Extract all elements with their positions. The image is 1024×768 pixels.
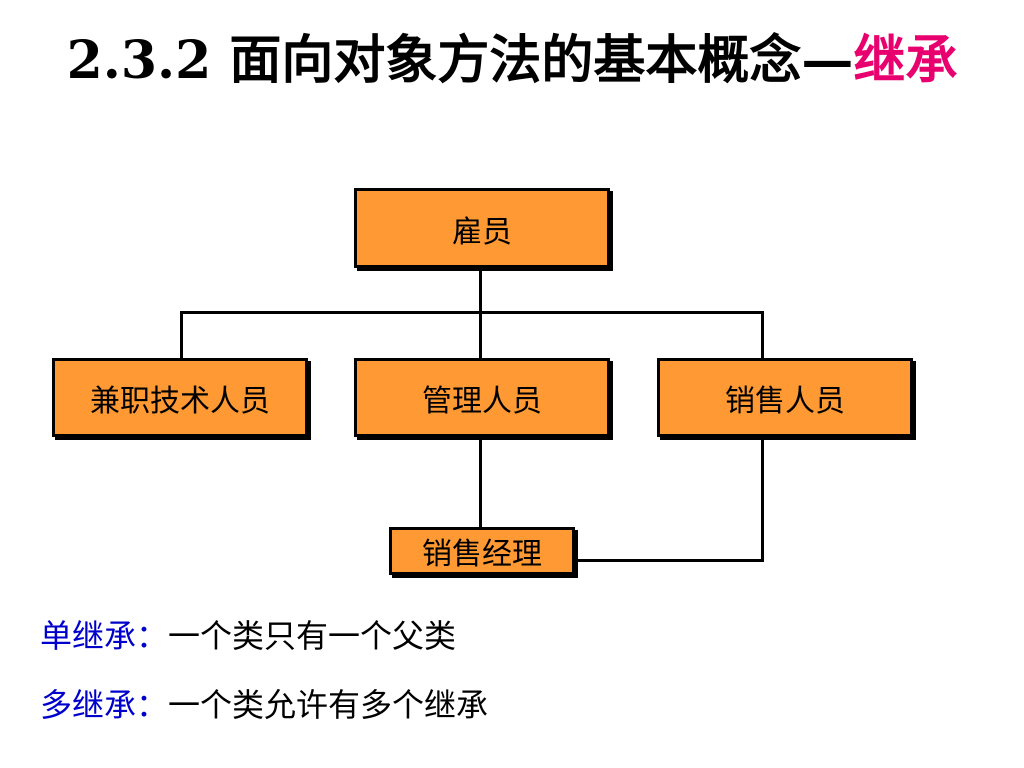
- definition-term: 单继承：: [40, 617, 169, 655]
- class-box-sales-manager: 销售经理: [389, 527, 575, 575]
- inheritance-diagram: 雇员 兼职技术人员 管理人员 销售人员 销售经理: [52, 188, 913, 575]
- slide-title: 2.3.2 面向对象方法的基本概念—继承: [0, 18, 1024, 93]
- class-box-sales: 销售人员: [657, 358, 913, 437]
- connector-sales-down: [761, 436, 764, 562]
- definition-text: 一个类允许有多个继承: [168, 686, 489, 724]
- connector-manager-down: [479, 436, 482, 529]
- connector-right-down: [761, 311, 764, 361]
- class-box-part-time-tech: 兼职技术人员: [52, 358, 308, 437]
- connector-root-down: [479, 268, 482, 360]
- definition-multiple-inheritance: 多继承：一个类允许有多个继承: [40, 680, 488, 726]
- class-label-sales: 销售人员: [725, 383, 845, 419]
- class-box-employee: 雇员: [354, 188, 610, 268]
- class-label-manager: 管理人员: [422, 383, 542, 419]
- definition-text: 一个类只有一个父类: [168, 617, 457, 655]
- definition-single-inheritance: 单继承：一个类只有一个父类: [40, 611, 456, 657]
- class-label-sales-manager: 销售经理: [422, 537, 542, 572]
- connector-left-down: [180, 311, 183, 361]
- class-label-employee: 雇员: [452, 215, 512, 250]
- connector-horizontal: [180, 311, 764, 314]
- title-prefix: 2.3.2 面向对象方法的基本概念—: [66, 30, 854, 91]
- definition-term: 多继承：: [40, 686, 169, 724]
- connector-sales-across: [573, 559, 764, 562]
- class-label-part-time-tech: 兼职技术人员: [90, 383, 270, 419]
- title-accent: 继承: [853, 30, 958, 91]
- class-box-manager: 管理人员: [354, 358, 610, 437]
